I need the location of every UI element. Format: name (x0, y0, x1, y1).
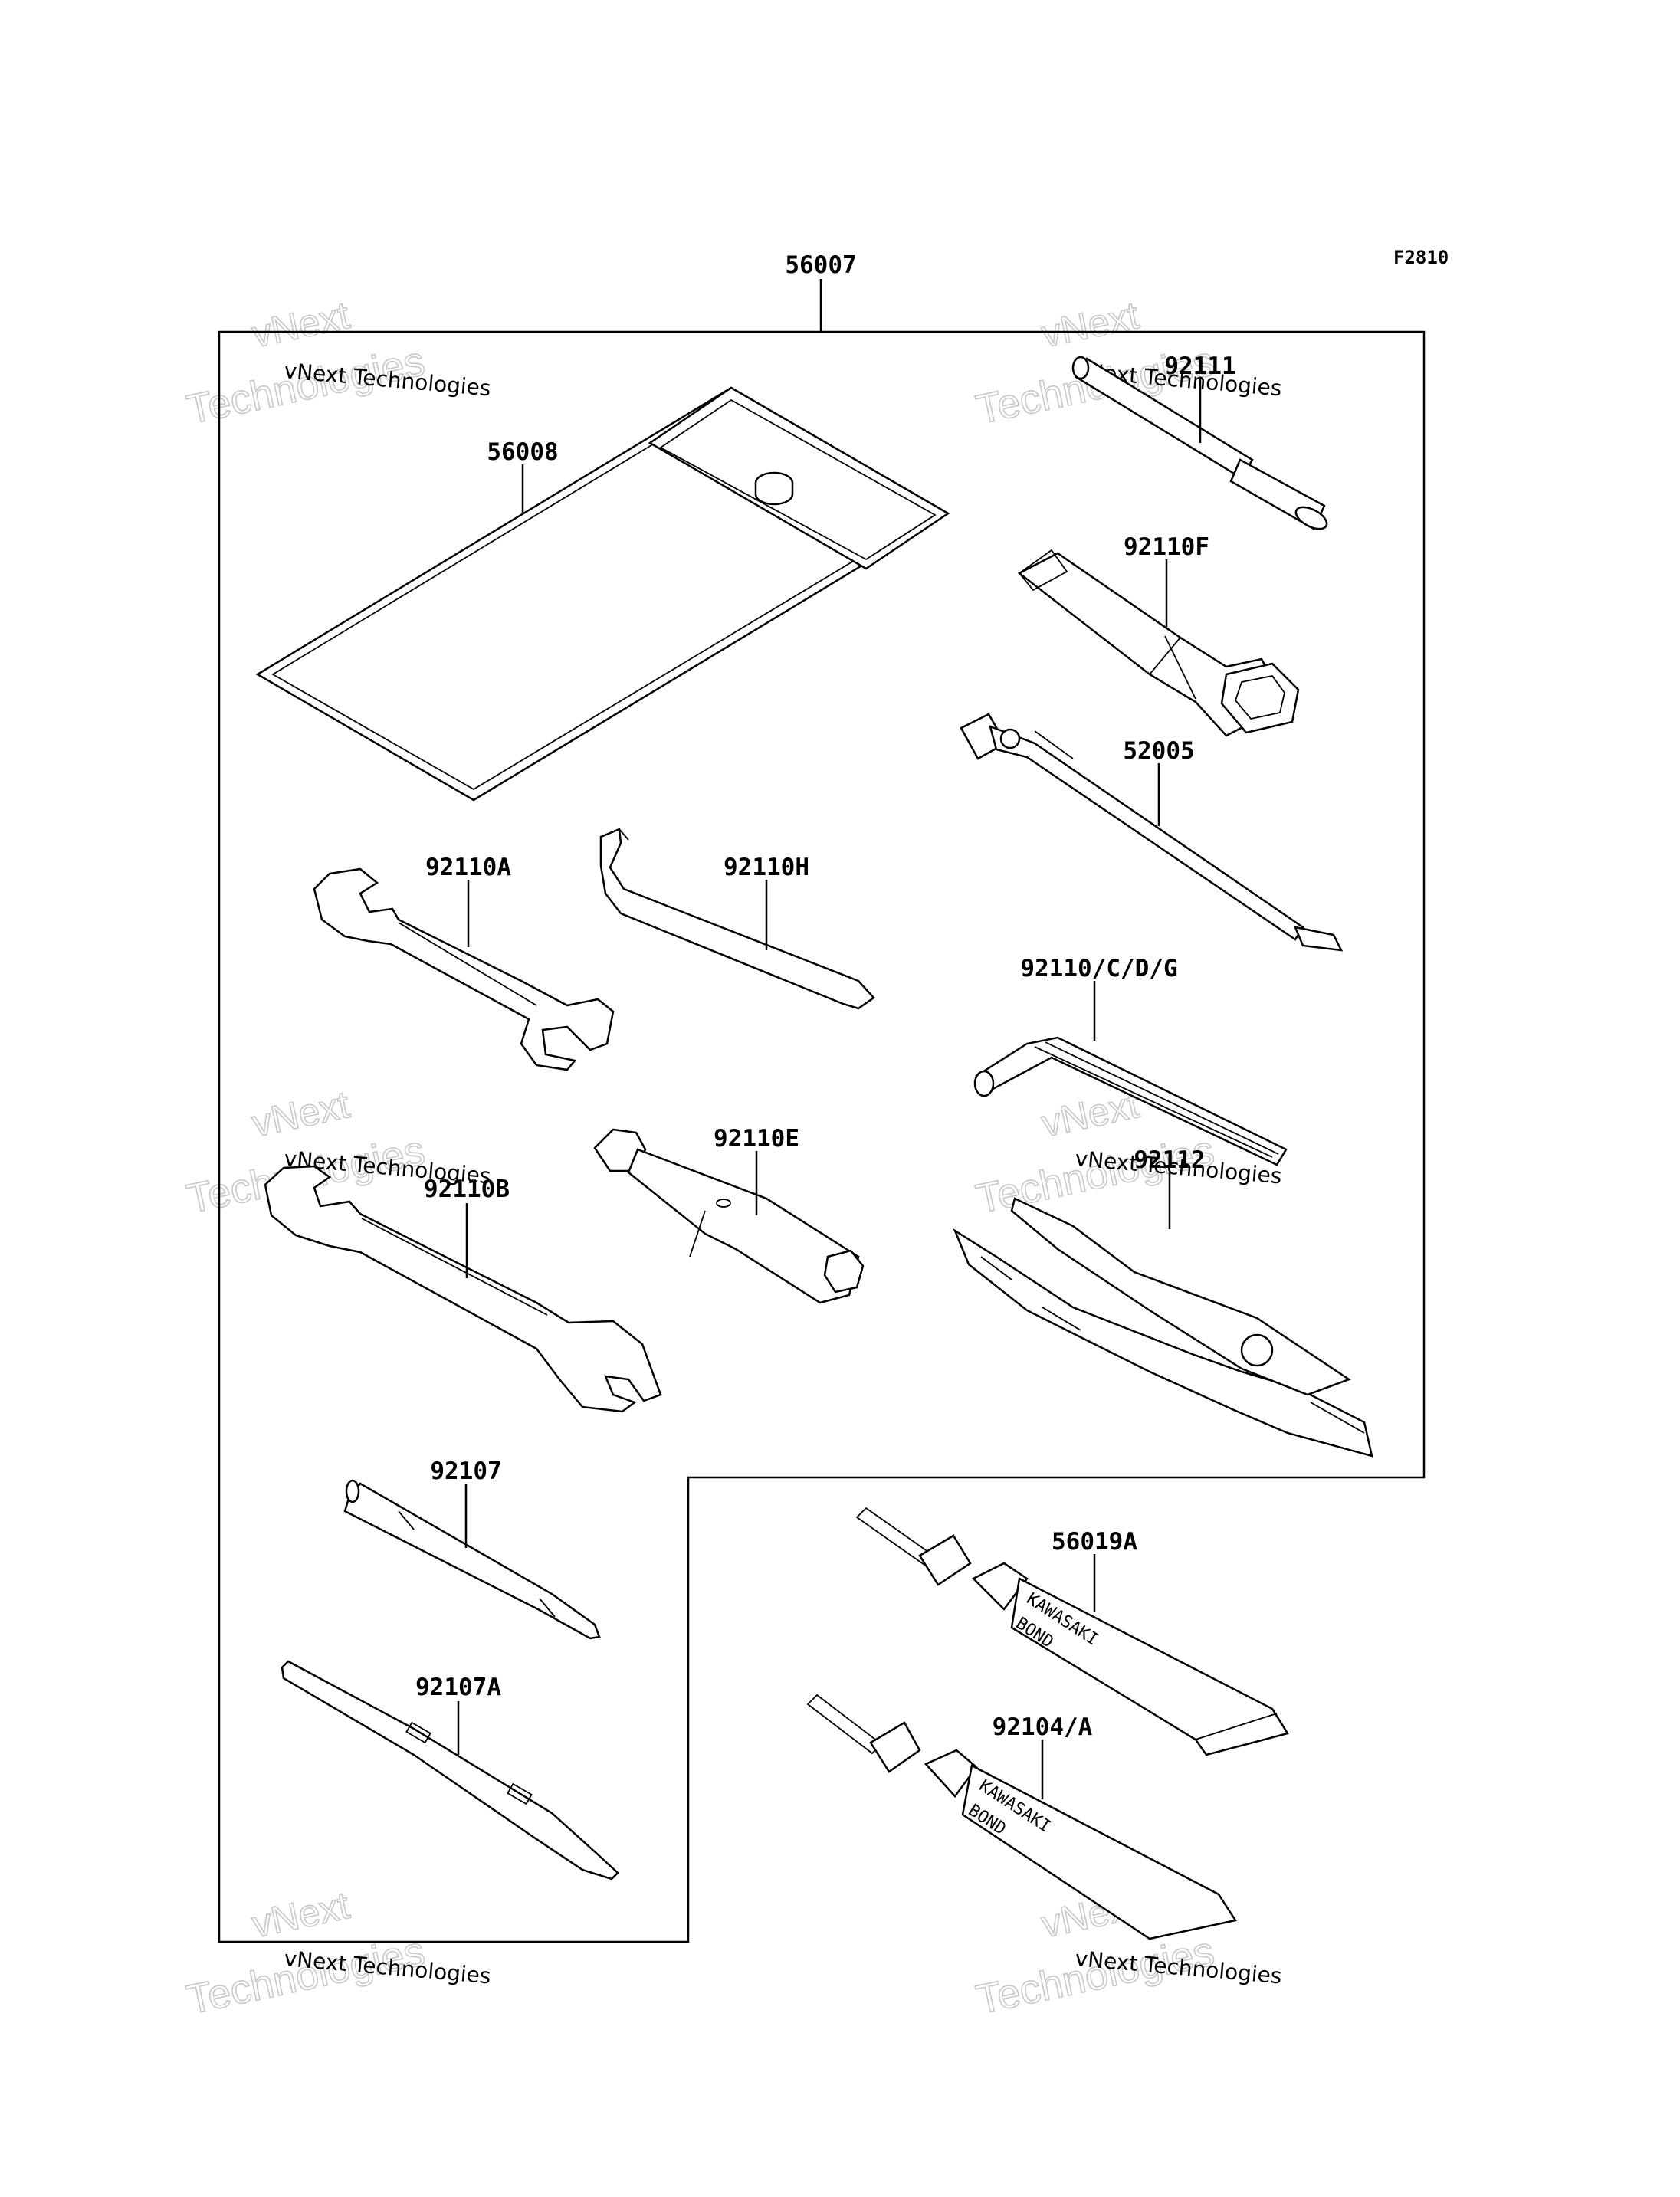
grip-label[interactable]: 92107 (430, 1458, 501, 1485)
pouch-label[interactable]: 56008 (487, 438, 558, 466)
watermark-ghost-word: vNext (248, 1083, 353, 1145)
kit-label[interactable]: 56007 (785, 251, 856, 279)
watermark-ghost-word: vNext (248, 1884, 353, 1946)
hook-wrench-label[interactable]: 92110H (724, 854, 809, 881)
watermark-ghost-word: vNext (1038, 293, 1143, 356)
hex-key-set[interactable] (973, 1036, 1288, 1166)
gauge-label[interactable]: 52005 (1123, 737, 1194, 765)
wrench-b-label[interactable]: 92110B (424, 1176, 510, 1203)
box-wrench[interactable] (593, 1128, 865, 1304)
extension-label[interactable]: 92111 (1164, 353, 1235, 380)
tool-pouch[interactable] (255, 386, 950, 802)
screwdriver-grip[interactable] (343, 1479, 601, 1640)
figure-code: F2810 (1393, 247, 1449, 268)
open-end-wrench-a[interactable] (313, 867, 615, 1071)
pliers[interactable] (953, 1197, 1373, 1458)
watermark-ghost-word: vNext (248, 293, 353, 356)
screwdriver[interactable] (281, 1660, 619, 1881)
box-wrench-label[interactable]: 92110E (714, 1125, 799, 1153)
bond-tube-a[interactable] (855, 1507, 1289, 1756)
tube-a-label[interactable]: 56019A (1052, 1528, 1137, 1556)
open-end-wrench-b[interactable] (264, 1165, 662, 1413)
wrench-a-label[interactable]: 92110A (425, 854, 511, 881)
hex-key-label[interactable]: 92110/C/D/G (1020, 955, 1177, 982)
spark-wrench-label[interactable]: 92110F (1124, 533, 1209, 561)
spark-plug-wrench[interactable] (1017, 549, 1300, 737)
bond-tube-b[interactable] (806, 1694, 1238, 1940)
pliers-label[interactable]: 92112 (1134, 1146, 1205, 1174)
gauge-tool[interactable] (960, 713, 1344, 952)
kit-boundary (218, 330, 1426, 1943)
hook-wrench[interactable] (599, 828, 875, 1010)
screwdriver-label[interactable]: 92107A (415, 1674, 501, 1701)
tube-b-label[interactable]: 92104/A (993, 1713, 1093, 1741)
extension-bar[interactable] (1071, 356, 1331, 533)
